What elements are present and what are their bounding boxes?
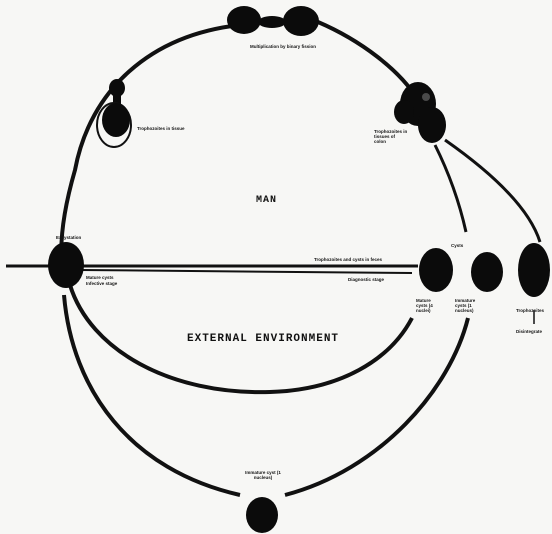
arc-colon-to-cysts bbox=[435, 145, 466, 232]
fission-cell-right bbox=[283, 6, 319, 36]
main-cycle-arc bbox=[61, 25, 240, 265]
label-immature-cysts-right: Immature cysts (1 nucleus) bbox=[455, 298, 485, 313]
label-excystation: Excystation bbox=[56, 235, 81, 240]
arc-colon-to-trophozoites bbox=[445, 140, 540, 242]
label-cysts: Cysts bbox=[451, 243, 463, 248]
label-diagnostic-stage: Diagnostic stage bbox=[348, 277, 384, 282]
trophozoite-far-right bbox=[518, 243, 550, 297]
colon-cluster-b bbox=[418, 107, 446, 143]
bottom-cyst bbox=[246, 497, 278, 533]
immature-cyst bbox=[471, 252, 503, 292]
label-bottom-cyst: Immature cyst (1 nucleus) bbox=[244, 470, 282, 480]
mature-cyst bbox=[419, 248, 453, 292]
label-mature-cysts-right: Mature cysts (4 nuclei) bbox=[416, 298, 440, 313]
label-binary-fission: Multiplication by binary fission bbox=[250, 44, 316, 49]
main-cycle-arc-right bbox=[318, 22, 418, 100]
label-infective-stage: Infective stage bbox=[86, 281, 117, 286]
region-man-label: MAN bbox=[256, 195, 277, 206]
colon-cluster-c bbox=[394, 100, 414, 124]
excystation-cyst bbox=[48, 242, 84, 288]
label-trophozoites-right: Trophozoites bbox=[516, 308, 544, 313]
label-trophozoites-tissue: Trophozoites in tissue bbox=[137, 126, 185, 131]
label-mature-cysts: Mature cysts bbox=[86, 275, 114, 280]
label-disintegrate: Disintegrate bbox=[516, 329, 542, 334]
label-trophozoites-colon: Trophozoites in tissues of colon bbox=[374, 129, 408, 144]
label-feces: Trophozoites and cysts in feces bbox=[314, 257, 382, 262]
fission-neck bbox=[258, 16, 286, 28]
region-environment-label: EXTERNAL ENVIRONMENT bbox=[187, 333, 339, 345]
feces-line-2 bbox=[80, 270, 412, 273]
fission-cell-left bbox=[227, 6, 261, 34]
